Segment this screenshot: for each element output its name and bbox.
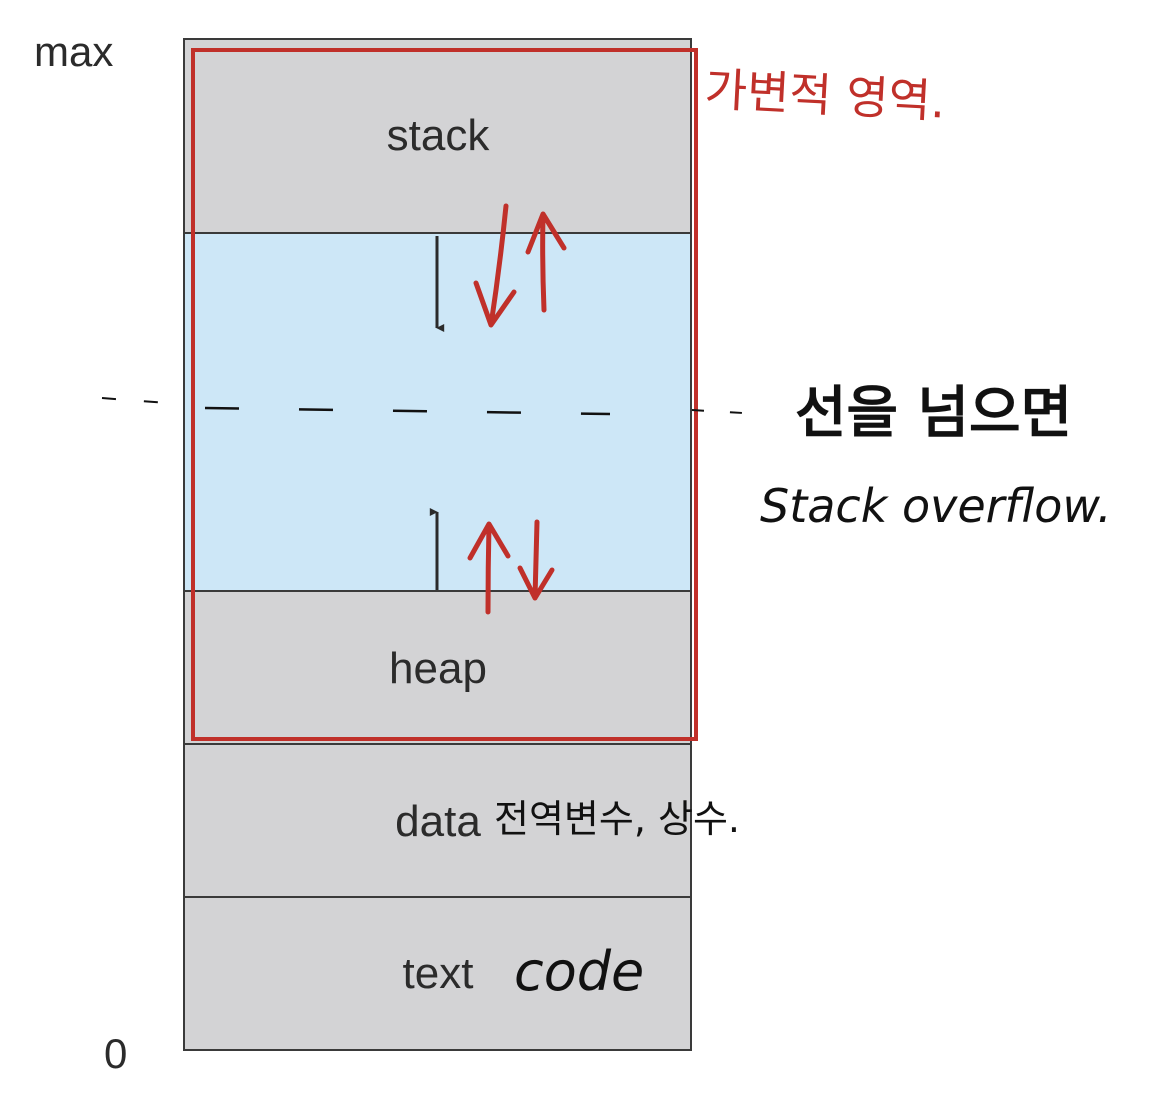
max-address-label: max [34, 28, 113, 75]
red-up-arrow-icon [525, 211, 567, 313]
overflow-note-english: Stack overflow. [760, 479, 1112, 533]
red-up-arrow-icon [467, 521, 511, 615]
red-down-arrow-icon [473, 203, 517, 328]
heap-label: heap [389, 644, 487, 693]
overflow-note-korean: 선을 넘으면 [795, 381, 1072, 446]
text-segment-note: code [514, 940, 644, 1003]
stack-segment [183, 38, 692, 234]
heap-segment [183, 590, 692, 745]
data-segment [183, 743, 692, 898]
red-down-arrow-icon [517, 519, 555, 601]
data-segment-note: 전역변수, 상수. [494, 797, 740, 841]
text-segment [183, 896, 692, 1051]
collision-dashed-line-inside [204, 406, 611, 416]
text-label: text [403, 949, 474, 998]
zero-address-label: 0 [104, 1030, 127, 1077]
collision-dashed-line-right [691, 409, 761, 415]
data-label: data [395, 797, 481, 846]
variable-region-outline [191, 48, 698, 741]
variable-region-note: 가변적 영역. [703, 62, 946, 129]
collision-dashed-line-left [101, 397, 181, 405]
stack-label: stack [387, 111, 491, 160]
